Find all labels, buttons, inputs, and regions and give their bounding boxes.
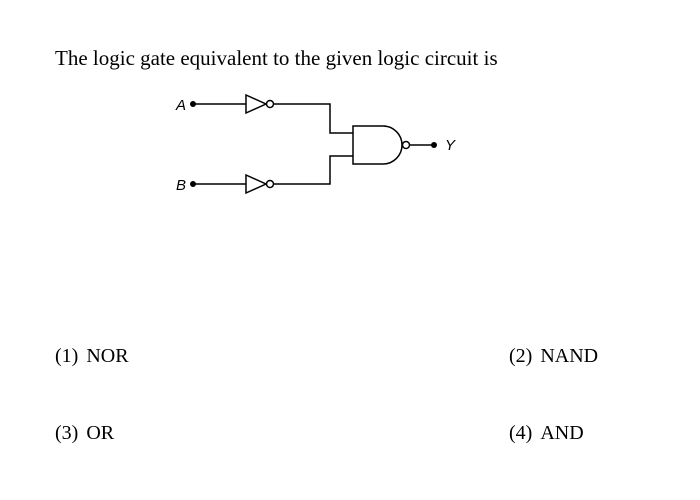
option-1-number: (1) bbox=[55, 345, 79, 367]
input-a-label: A bbox=[175, 97, 186, 114]
option-2-label: NAND bbox=[540, 345, 599, 367]
option-2[interactable]: (2) NAND bbox=[509, 343, 598, 369]
not-gate-b bbox=[245, 173, 275, 195]
option-4-number: (4) bbox=[509, 422, 533, 444]
option-3[interactable]: (3) OR bbox=[55, 420, 114, 446]
nand-gate bbox=[352, 125, 411, 165]
option-2-number: (2) bbox=[509, 345, 533, 367]
output-terminal bbox=[431, 142, 437, 148]
not-b-to-nand-wire bbox=[274, 155, 353, 185]
not-gate-a bbox=[245, 93, 275, 115]
option-3-number: (3) bbox=[55, 422, 79, 444]
option-4-label: AND bbox=[540, 422, 584, 444]
input-b-label: B bbox=[176, 177, 186, 194]
option-1-label: NOR bbox=[86, 345, 129, 367]
option-1[interactable]: (1) NOR bbox=[55, 343, 129, 369]
option-4[interactable]: (4) AND bbox=[509, 420, 584, 446]
not-a-to-nand-wire bbox=[274, 103, 353, 134]
output-y-label: Y bbox=[445, 137, 456, 154]
question-text: The logic gate equivalent to the given l… bbox=[55, 46, 498, 70]
option-3-label: OR bbox=[86, 422, 115, 444]
